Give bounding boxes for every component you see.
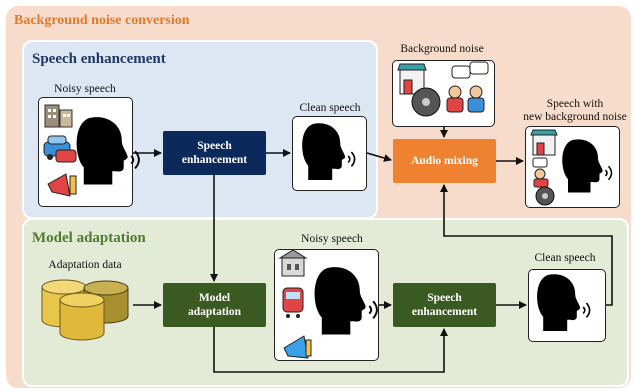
model-adaptation-block: Model adaptation [163,283,266,327]
building-icon [278,249,308,277]
speech-section-title: Speech enhancement [32,51,166,67]
megaphone-icon [283,335,312,359]
adapt-speech-enhancement-line2: enhancement [411,306,478,318]
clean-speech-label: Clean speech [299,102,361,114]
head-speaking-icon [75,116,140,186]
head-speaking-icon [561,138,613,194]
speech-enhancement-block: Speech enhancement [163,131,266,175]
megaphone-icon [47,173,77,197]
head-speaking-icon [301,122,356,181]
vinyl-record-icon [535,186,555,206]
car-icon [43,135,77,163]
speech-with-noise-line2: new background noise [523,111,627,123]
head-speaking-icon [536,273,591,332]
audio-mixing-block: Audio mixing [393,139,496,183]
speech-enhancement-line2: enhancement [181,154,248,166]
noisy-speech-label: Noisy speech [54,83,116,95]
adapt-clean-speech-label: Clean speech [534,252,596,264]
model-adaptation-line2: adaptation [187,306,242,318]
background-noise-label: Background noise [400,43,484,55]
adaptation-data-label: Adaptation data [48,259,122,271]
head-speaking-icon [313,266,378,336]
adapt-speech-enhancement-line1: Speech [427,292,462,304]
building-icon [44,104,73,128]
chat-people-icon [446,61,489,113]
speech-with-noise-label: Speech with new background noise [515,98,635,124]
database-icon [41,279,129,341]
arrow-clean-to-mix [366,152,392,162]
train-icon [282,287,304,318]
adapt-noisy-speech-label: Noisy speech [301,233,363,245]
speech-with-noise-line1: Speech with [546,98,604,110]
vinyl-record-icon [411,87,441,117]
arrow-adapt-to-enh [213,327,448,373]
outer-title: Background noise conversion [14,13,190,28]
arrow-clean-to-mix-loop [440,184,613,306]
model-adaptation-line1: Model [198,292,231,304]
adapt-speech-enhancement-block: Speech enhancement [393,283,496,327]
speech-enhancement-line1: Speech [197,140,232,152]
adapt-section-title: Model adaptation [32,230,146,246]
chat-people-icon [532,157,549,188]
shop-icon [530,129,558,156]
